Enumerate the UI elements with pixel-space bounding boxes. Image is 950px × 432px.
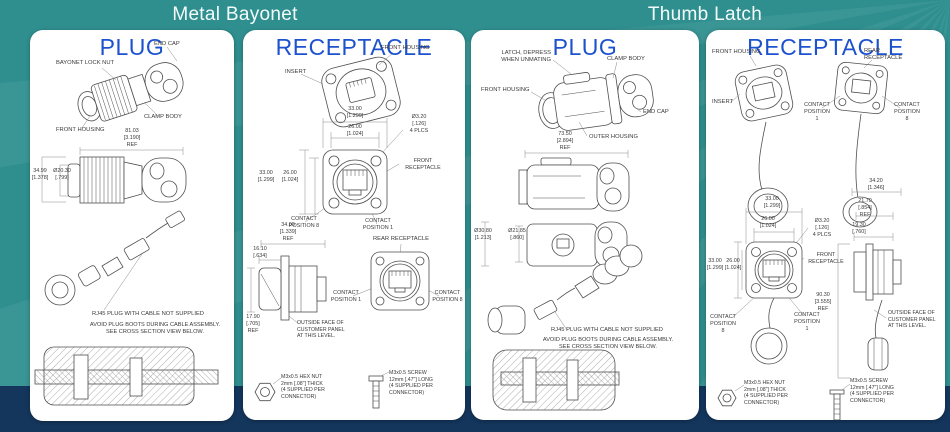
assembly-note: AVOID PLUG BOOTS DURING CABLE ASSEMBLY. … (542, 337, 674, 350)
rear-receptacle-label: REAR RECEPTACLE (864, 48, 903, 62)
side-view-1 (518, 157, 630, 212)
panel-metal-bayonet-plug: PLUG END CAP BAYONET LOCK NUT CLAMP BODY… (30, 30, 234, 421)
panel-title: RECEPTACLE (747, 34, 904, 60)
front-housing-label: FRONT HOUSING (381, 45, 430, 51)
screw-note: M3x0.5 SCREW 12mm [.47"] LONG (4 SUPPLIE… (850, 378, 894, 404)
contact-position-1-label: CONTACT POSITION 1 (804, 102, 830, 122)
panel-thumb-latch-plug: PLUG LATCH, DEPRESS WHEN UNMATING CLAMP … (471, 30, 699, 420)
latch-label: LATCH, DEPRESS WHEN UNMATING (501, 50, 551, 64)
bottom-contact-position-1-label: CONTACT POSITION 1 (794, 312, 820, 332)
clamp-body-label: CLAMP BODY (144, 114, 182, 120)
exploded-view (44, 210, 185, 306)
iso-front-view (734, 64, 794, 122)
side-depth-dimension: 16.10 [.634] (253, 246, 267, 259)
front-housing-label: FRONT HOUSING (481, 87, 530, 93)
contact-position-8-label: CONTACT POSITION 8 (288, 216, 320, 229)
cross-section-view (492, 349, 620, 411)
side-view-2 (526, 221, 628, 269)
outer-diameter-dimension: Ø30.80 [1.213] (474, 228, 492, 241)
screw-icon (368, 375, 384, 409)
rear-contact-position-8-label: CONTACT POSITION 8 (432, 290, 463, 303)
iso-view (538, 72, 654, 131)
end-cap-label: END CAP (643, 109, 669, 115)
side-view (67, 156, 187, 204)
screw-icon (829, 389, 845, 420)
outer-housing-label: OUTER HOUSING (589, 134, 638, 140)
mb-plug-drawing (34, 46, 219, 406)
rear-view (370, 251, 430, 311)
bottom-contact-position-8-label: CONTACT POSITION 8 (710, 314, 736, 334)
dust-cap-side (867, 337, 889, 371)
panel-title: RECEPTACLE (275, 34, 433, 60)
panel-metal-bayonet-receptacle: RECEPTACLE FRONT HOUSING INSERT 33.00 [1… (243, 30, 465, 420)
front-receptacle-label: FRONT RECEPTACLE (405, 158, 441, 171)
side-front-dimension: 19.30 [.760] (852, 222, 866, 235)
height-dimension: 33.00 [1.299] (257, 170, 275, 183)
height-dimension: 33.00 [1.299] (706, 258, 724, 271)
length-dimension: 81.03 [3.190] REF (123, 128, 141, 148)
front-housing-label: FRONT HOUSING (712, 49, 761, 55)
rj45-note: RJ45 PLUG WITH CABLE NOT SUPPLIED (92, 311, 204, 317)
hex-nut-icon (717, 389, 737, 407)
screw-note: M3x0.5 SCREW 12mm [.47"] LONG (4 SUPPLIE… (389, 370, 433, 396)
insert-label: INSERT (712, 99, 734, 105)
height-dimension: 34.99 [1.378] (31, 168, 49, 181)
inner-height-dimension: 26.00 [1.024] (281, 170, 299, 183)
side-length-dimension: 34.00 [1.339] REF (279, 222, 297, 242)
rear-contact-position-1-label: CONTACT POSITION 1 (330, 290, 362, 303)
front-view (322, 149, 388, 215)
cross-section-view (34, 346, 219, 406)
hole-dimension: Ø3.20 [.126] 4 PLCS (812, 218, 832, 238)
clamp-body-label: CLAMP BODY (607, 56, 645, 62)
hex-nut-icon (254, 382, 276, 402)
side-view (853, 243, 902, 301)
panel-title: PLUG (99, 34, 165, 60)
assembly-note: AVOID PLUG BOOTS DURING CABLE ASSEMBLY. … (89, 322, 221, 335)
overall-height-dimension: 90.30 [3.555] REF (814, 292, 832, 312)
side-width-dimension: 34.20 [1.346] (867, 178, 885, 191)
side-front-dimension: 17.90 [.705] REF (246, 314, 260, 334)
inner-diameter-dimension: Ø21.85 [.860] (508, 228, 526, 241)
outside-face-note: OUTSIDE FACE OF CUSTOMER PANEL AT THIS L… (888, 310, 936, 329)
inner-width-dimension: 26.00 [1.024] (346, 124, 364, 137)
rj45-note: RJ45 PLUG WITH CABLE NOT SUPPLIED (551, 327, 663, 333)
iso-rear-view (834, 61, 888, 115)
side-view (258, 255, 327, 321)
contact-position-1-label: CONTACT POSITION 1 (362, 218, 394, 231)
width-dimension: 33.00 [1.299] (346, 106, 364, 119)
inner-width-dimension: 26.00 [1.024] (759, 216, 777, 229)
width-dimension: 33.00 [1.299] (763, 196, 781, 209)
insert-label: INSERT (285, 69, 307, 75)
front-housing-label: FRONT HOUSING (56, 127, 105, 133)
outside-face-note: OUTSIDE FACE OF CUSTOMER PANEL AT THIS L… (297, 320, 345, 339)
front-receptacle-label: FRONT RECEPTACLE (808, 252, 844, 265)
side-depth-dimension: 21.70 [.854] REF (858, 198, 872, 218)
bayonet-lock-nut-label: BAYONET LOCK NUT (56, 60, 115, 66)
hole-dimension: Ø3.20 [.126] 4 PLCS (409, 114, 429, 134)
length-dimension: 73.50 [2.894] REF (556, 131, 574, 151)
rear-receptacle-label: REAR RECEPTACLE (373, 236, 429, 242)
contact-position-8-label: CONTACT POSITION 8 (894, 102, 920, 122)
exploded-view (487, 244, 643, 335)
section-header-thumb-latch: Thumb Latch (647, 4, 763, 25)
front-view (745, 241, 803, 299)
section-header-metal-bayonet: Metal Bayonet (172, 4, 298, 25)
diameter-dimension: Ø20.30 [.799] (53, 168, 71, 181)
panel-title: PLUG (552, 34, 618, 60)
end-cap-label: END CAP (154, 41, 180, 47)
panel-thumb-latch-receptacle: RECEPTACLE FRONT HOUSING INSERT REAR REC… (706, 30, 945, 420)
hex-nut-note: M3x0.5 HEX NUT 2mm [.08"] THICK (4 SUPPL… (744, 380, 788, 406)
hex-nut-note: M3x0.5 HEX NUT 2mm [.08"] THICK (4 SUPPL… (281, 374, 325, 400)
dust-cap-below (750, 327, 788, 365)
inner-height-dimension: 26.00 [1.024] (724, 258, 742, 271)
